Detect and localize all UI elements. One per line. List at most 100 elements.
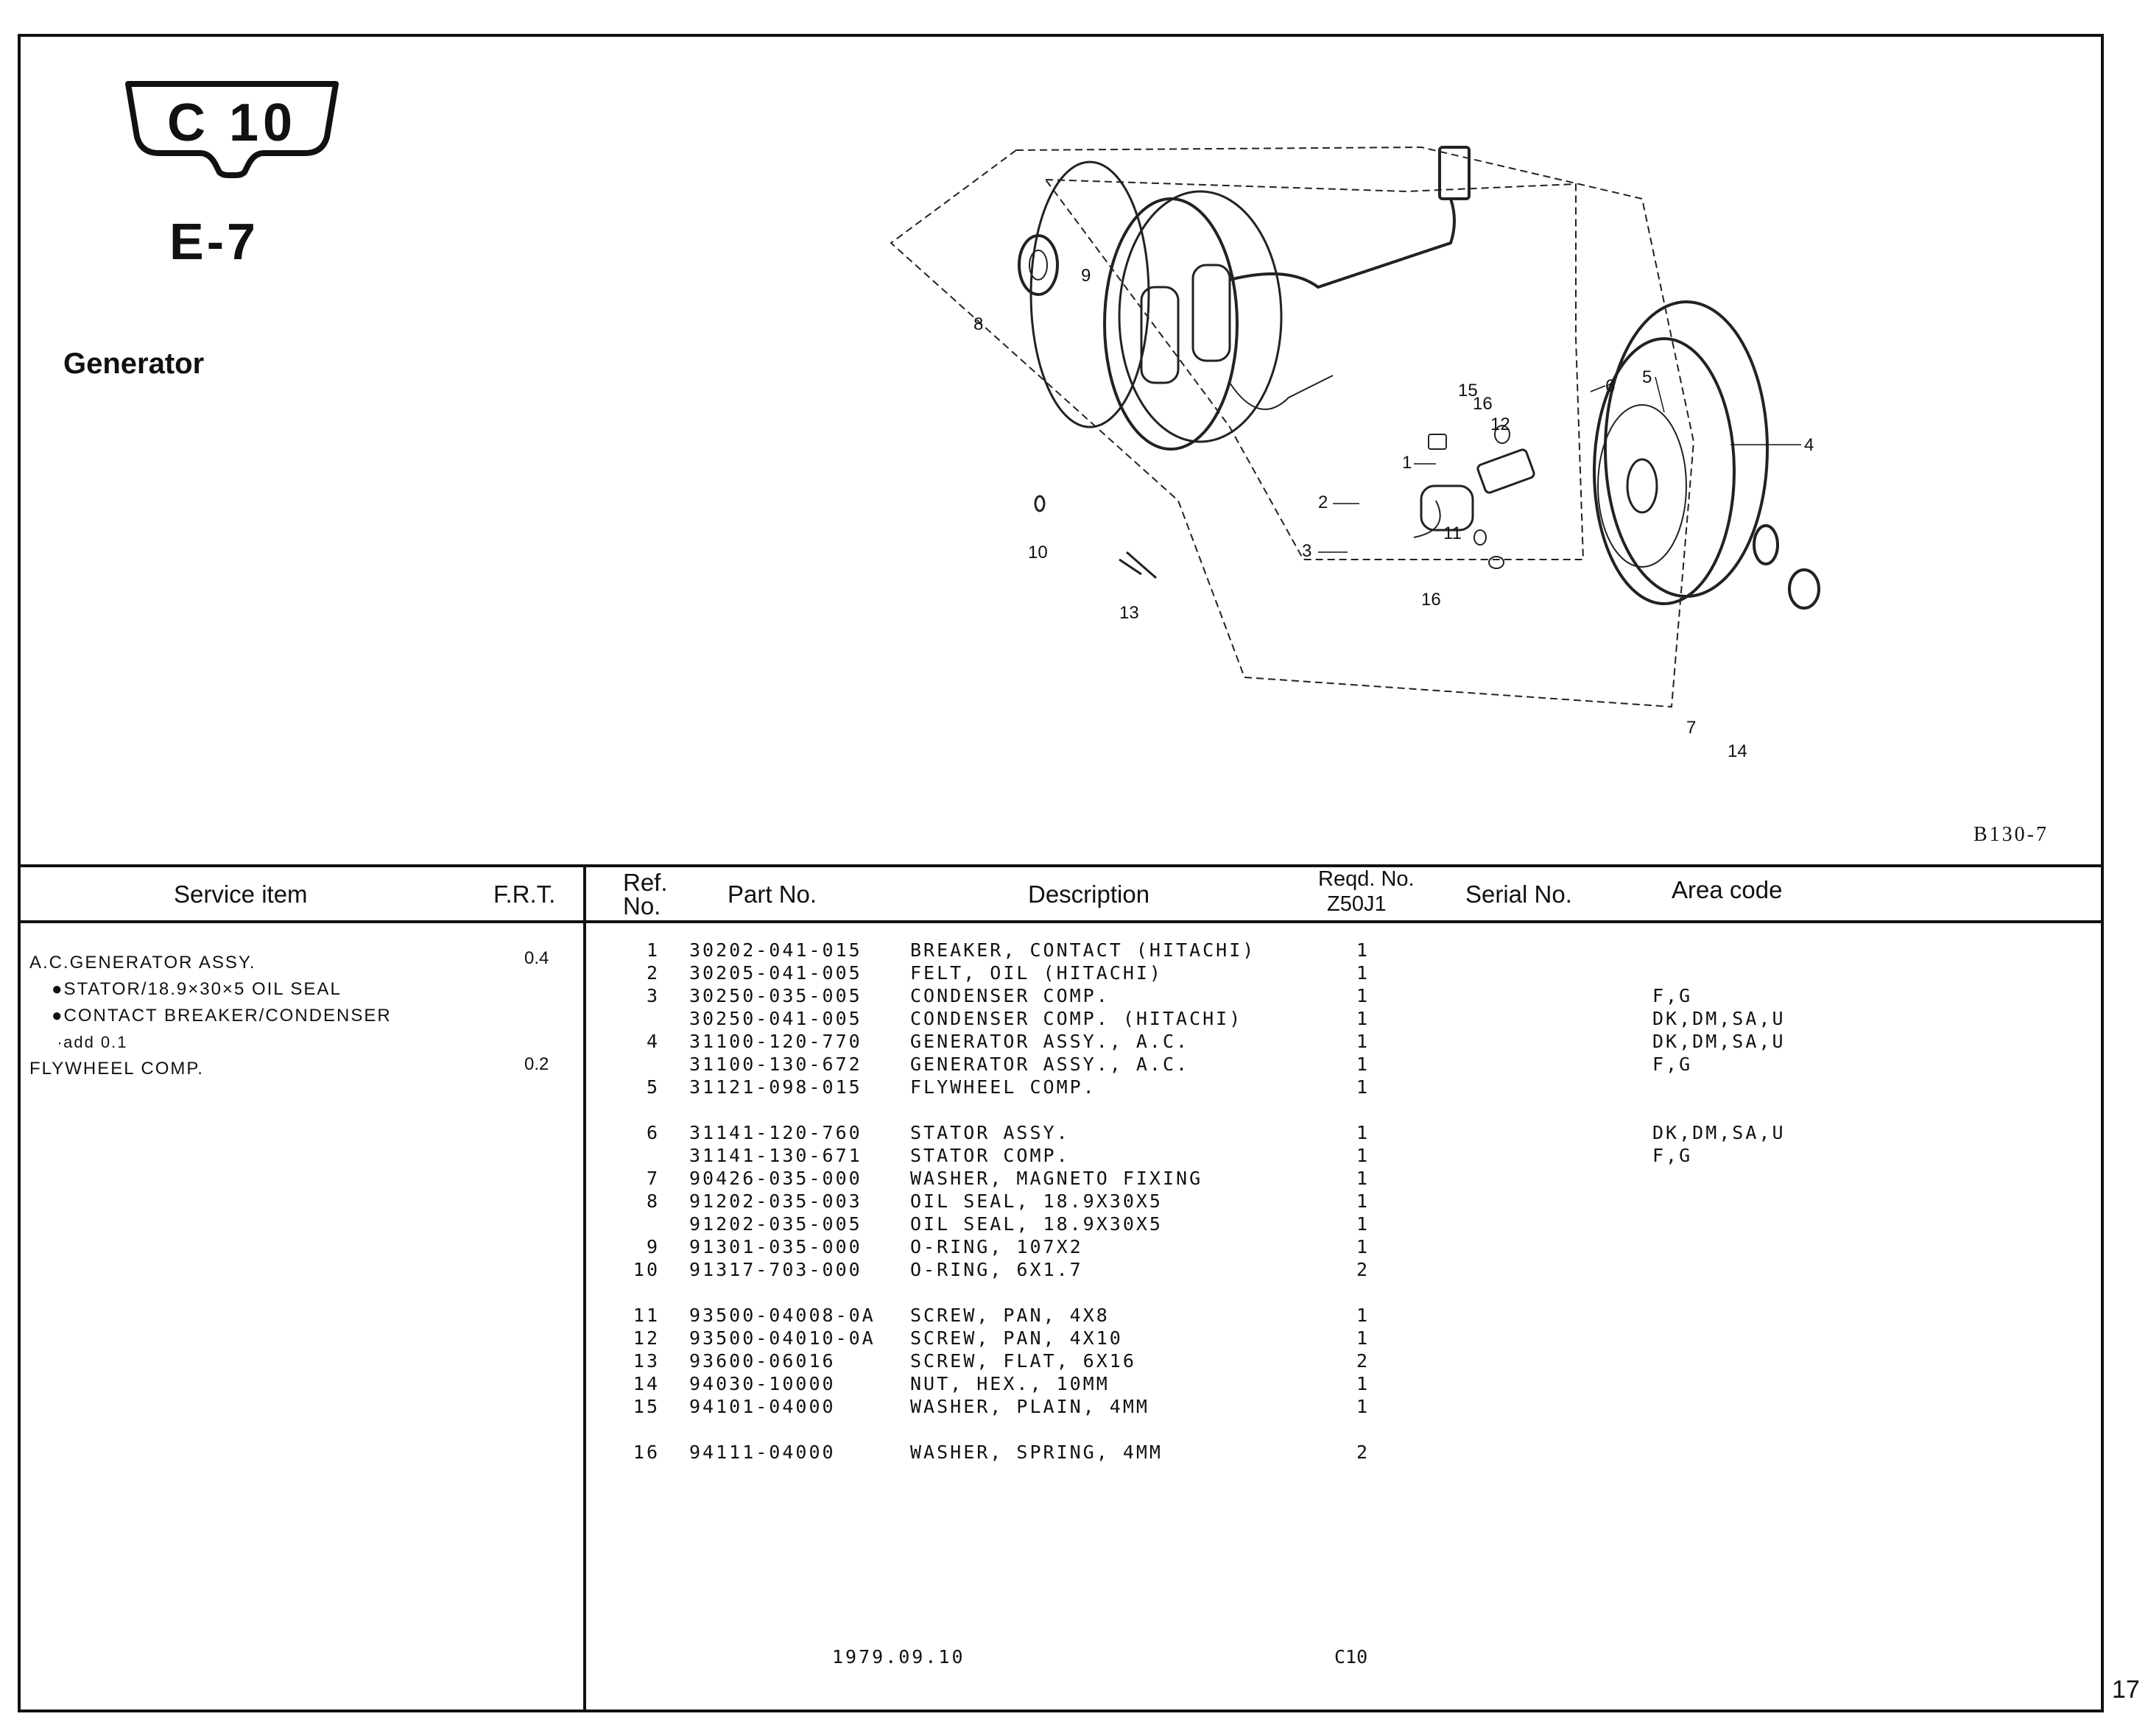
callout-label: 5 [1642,367,1652,387]
part-description: SCREW, PAN, 4X10 [910,1327,1123,1349]
callout-label: 13 [1119,603,1139,623]
header-reqd-no-line1: Reqd. No. [1318,867,1415,891]
callout-label: 6 [1605,376,1615,396]
part-number: 30202-041-015 [689,939,862,961]
ref-no: 4 [646,1031,660,1052]
part-number: 31100-130-672 [689,1054,862,1075]
ref-no: 14 [633,1373,660,1394]
required-qty: 1 [1356,1190,1370,1212]
footer-model: C10 [1334,1646,1368,1668]
part-description: FELT, OIL (HITACHI) [910,962,1163,984]
ref-no: 15 [633,1396,660,1417]
part-description: GENERATOR ASSY., A.C. [910,1054,1190,1075]
part-description: STATOR ASSY. [910,1122,1070,1143]
part-description: CONDENSER COMP. (HITACHI) [910,1008,1243,1029]
page-number: 17 [2112,1676,2140,1704]
model-badge-label: C 10 [166,93,297,152]
callout-labels: 8 9 10 13 1 2 3 4 5 6 7 11 12 14 15 16 1… [973,266,1814,761]
header-part-no: Part No. [728,881,817,908]
part-description: SCREW, FLAT, 6X16 [910,1350,1136,1372]
part-number: 94101-04000 [689,1396,836,1417]
callout-label: 7 [1686,718,1696,738]
header-description: Description [1028,881,1150,908]
part-number: 31141-120-760 [689,1122,862,1143]
ref-no: 11 [633,1305,660,1326]
required-qty: 1 [1356,1213,1370,1235]
required-qty: 1 [1356,1122,1370,1143]
section-title: Generator [63,347,205,380]
callout-label: 16 [1421,590,1441,610]
required-qty: 1 [1356,1008,1370,1029]
part-number: 91202-035-003 [689,1190,862,1212]
ref-no: 12 [633,1327,660,1349]
area-code: DK,DM,SA,U [1652,1008,1786,1029]
callout-label: 9 [1081,266,1091,286]
callout-label: 8 [973,314,983,334]
required-qty: 1 [1356,939,1370,961]
required-qty: 1 [1356,1236,1370,1257]
part-number: 91202-035-005 [689,1213,862,1235]
ref-no: 5 [646,1076,660,1098]
part-description: OIL SEAL, 18.9X30X5 [910,1190,1163,1212]
area-code: DK,DM,SA,U [1652,1031,1786,1052]
frt-value: 0.2 [524,1054,549,1074]
area-code: DK,DM,SA,U [1652,1122,1786,1143]
required-qty: 1 [1356,1327,1370,1349]
part-description: O-RING, 107X2 [910,1236,1083,1257]
part-number: 91301-035-000 [689,1236,862,1257]
callout-label: 14 [1728,741,1747,761]
callout-label: 15 [1458,381,1478,401]
area-code: F,G [1652,985,1693,1006]
part-number: 94111-04000 [689,1442,836,1463]
required-qty: 1 [1356,1373,1370,1394]
header-ref-no-line1: Ref. [623,869,668,896]
required-qty: 2 [1356,1350,1370,1372]
divider-diagram-table [18,864,2104,867]
required-qty: 1 [1356,1168,1370,1189]
part-number: 30205-041-005 [689,962,862,984]
required-qty: 1 [1356,962,1370,984]
exploded-diagram: 8 9 10 13 1 2 3 4 5 6 7 11 12 14 15 16 1… [847,118,1856,766]
footer-date: 1979.09.10 [832,1646,965,1668]
part-description: WASHER, MAGNETO FIXING [910,1168,1203,1189]
required-qty: 1 [1356,1305,1370,1326]
ref-no: 10 [633,1259,660,1280]
ref-no: 16 [633,1442,660,1463]
service-item: FLYWHEEL COMP. [29,1059,204,1079]
callout-label: 1 [1402,453,1412,473]
ref-no: 7 [646,1168,660,1189]
header-area-code: Area code [1672,876,1783,903]
header-serial-no: Serial No. [1465,881,1572,908]
divider-service-parts [583,864,586,1712]
required-qty: 1 [1356,1396,1370,1417]
callout-label: 11 [1443,523,1462,543]
part-description: O-RING, 6X1.7 [910,1259,1083,1280]
frt-value: 0.4 [524,948,549,968]
part-description: OIL SEAL, 18.9X30X5 [910,1213,1163,1235]
part-description: BREAKER, CONTACT (HITACHI) [910,939,1256,961]
required-qty: 1 [1356,985,1370,1006]
part-description: STATOR COMP. [910,1145,1070,1166]
part-description: WASHER, PLAIN, 4MM [910,1396,1149,1417]
required-qty: 2 [1356,1259,1370,1280]
required-qty: 1 [1356,1145,1370,1166]
header-ref-no-line2: No. [623,892,661,920]
part-description: SCREW, PAN, 4X8 [910,1305,1110,1326]
part-number: 91317-703-000 [689,1259,862,1280]
part-description: WASHER, SPRING, 4MM [910,1442,1163,1463]
part-description: FLYWHEEL COMP. [910,1076,1096,1098]
part-number: 93600-06016 [689,1350,836,1372]
required-qty: 1 [1356,1031,1370,1052]
required-qty: 1 [1356,1076,1370,1098]
ref-no: 8 [646,1190,660,1212]
ref-no: 9 [646,1236,660,1257]
part-number: 93500-04008-0A [689,1305,876,1326]
header-service-item: Service item [174,881,308,908]
part-description: NUT, HEX., 10MM [910,1373,1110,1394]
area-code: F,G [1652,1054,1693,1075]
part-number: 94030-10000 [689,1373,836,1394]
ref-no: 13 [633,1350,660,1372]
ref-no: 3 [646,985,660,1006]
generator-illustration: 8 9 10 13 1 2 3 4 5 6 7 11 12 14 15 16 1… [890,146,1820,761]
model-badge [124,80,340,180]
